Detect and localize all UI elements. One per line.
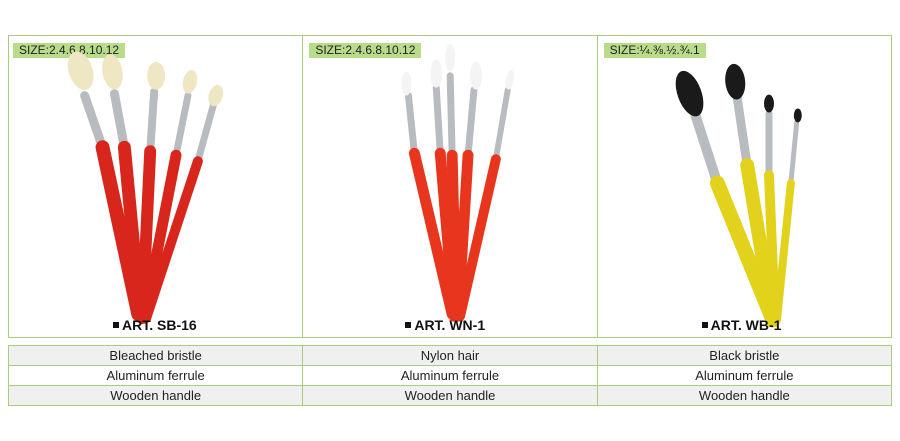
bullet-icon [113,322,119,328]
bullet-icon [701,322,708,328]
hair-cell: Nylon hair [302,345,598,366]
product-panel-wb1: SIZE:¼.⅜.½.¾.1 ART. WB-1 [596,36,891,337]
product-panel-wn1: SIZE:2.4.6.8.10.12 ART. WN-1 [302,36,596,337]
brush [401,43,515,322]
hair-cell: Bleached bristle [7,345,304,366]
table-row: Aluminum ferrule Aluminum ferrule Alumin… [7,365,893,386]
table-row: Bleached bristle Nylon hair Black bristl… [7,345,893,366]
ferrule-cell: Aluminum ferrule [302,365,598,386]
ferrule-cell: Aluminum ferrule [596,365,893,386]
article-number-text: ART. WB-1 [710,317,782,333]
brush-set-image [675,63,802,328]
bullet-icon [405,322,412,328]
article-number-text: ART. WN-1 [414,317,486,333]
article-number: ART. WB-1 [701,317,782,333]
article-number: ART. SB-16 [113,317,197,333]
brush-set-image [401,43,515,322]
brush-set-image [67,51,224,325]
article-number: ART. WN-1 [405,317,485,333]
handle-cell: Wooden handle [7,385,304,406]
brush [67,51,224,325]
size-label: SIZE:¼.⅜.½.¾.1 [603,43,706,58]
handle-cell: Wooden handle [302,385,598,406]
article-number-text: ART. SB-16 [122,317,197,333]
size-label: SIZE:2.4.6.8.10.12 [309,43,422,58]
product-panel-sb16: SIZE:2.4.6.8.10.12 [9,36,302,337]
size-label: SIZE:2.4.6.8.10.12 [13,43,126,58]
hair-cell: Black bristle [596,345,893,366]
table-row: Wooden handle Wooden handle Wooden handl… [7,385,893,406]
spec-table: Bleached bristle Nylon hair Black bristl… [7,345,893,406]
brush [675,63,802,328]
handle-cell: Wooden handle [596,385,893,406]
ferrule-cell: Aluminum ferrule [7,365,304,386]
product-panels: SIZE:2.4.6.8.10.12 [8,35,892,338]
